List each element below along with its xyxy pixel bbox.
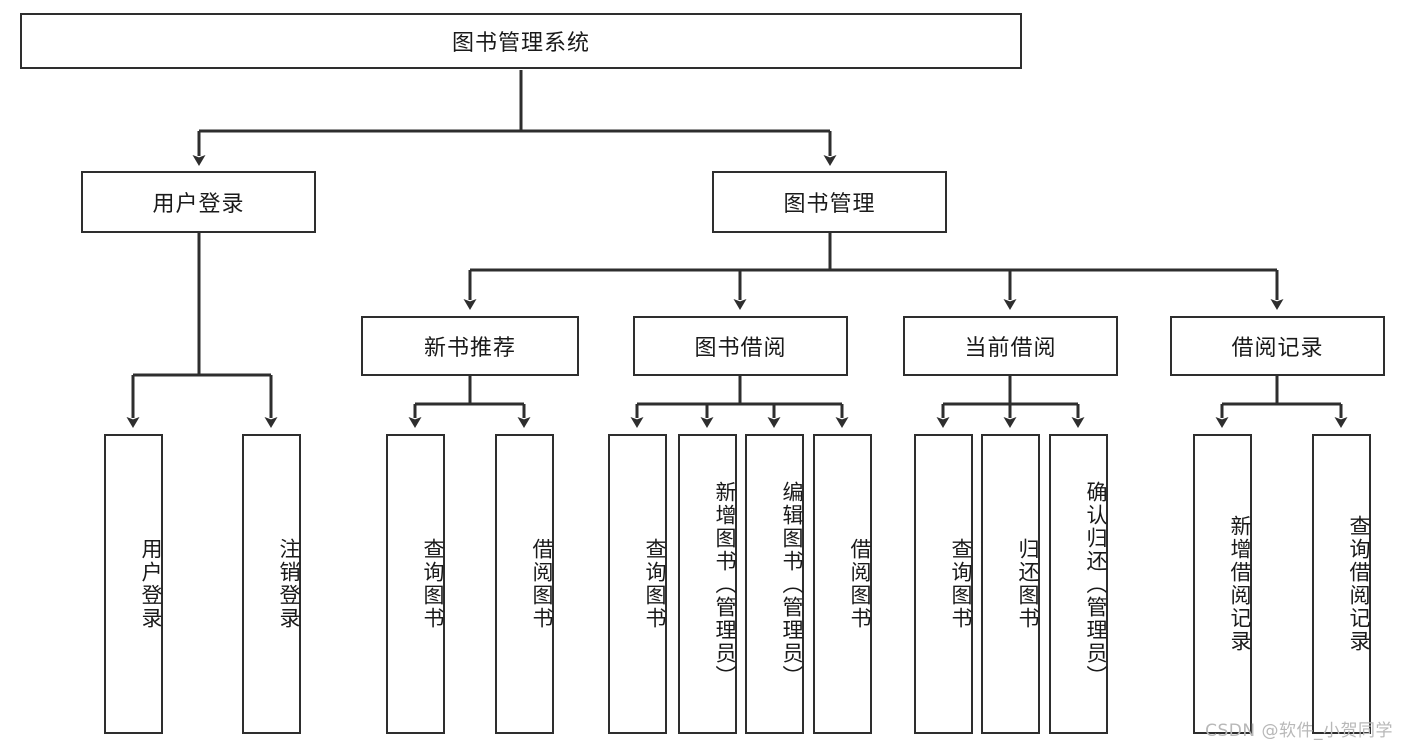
node-label: 查询图书	[643, 538, 667, 630]
node-label: 用户登录	[152, 192, 245, 217]
node-label: 图书管理系统	[451, 31, 590, 56]
edge-records-to-leaves	[1215, 376, 1348, 428]
leaf-query-books-current[interactable]: 查询图书	[914, 434, 973, 734]
node-label: 确认归还（管理员）	[1084, 480, 1108, 688]
node-label: 图书借阅	[694, 336, 787, 361]
node-label: 用户登录	[139, 538, 163, 630]
leaf-user-login[interactable]: 用户登录	[104, 434, 163, 734]
leaf-add-borrow-record[interactable]: 新增借阅记录	[1193, 434, 1252, 734]
node-label: 查询图书	[421, 538, 445, 630]
node-label: 图书管理	[783, 192, 876, 217]
node-label: 新增图书（管理员）	[713, 480, 737, 688]
node-label: 归还图书	[1016, 538, 1040, 630]
node-book-borrow[interactable]: 图书借阅	[633, 316, 848, 376]
node-label: 编辑图书（管理员）	[780, 480, 804, 688]
node-label: 借阅记录	[1231, 336, 1324, 361]
node-label: 借阅图书	[848, 538, 872, 630]
edge-borrow-to-leaves	[630, 376, 849, 428]
node-label: 新书推荐	[423, 336, 516, 361]
node-user-login[interactable]: 用户登录	[81, 171, 316, 233]
node-book-management[interactable]: 图书管理	[712, 171, 947, 233]
leaf-borrow-books[interactable]: 借阅图书	[813, 434, 872, 734]
edge-newbook-to-leaves	[408, 376, 531, 428]
node-label: 当前借阅	[964, 336, 1057, 361]
edge-userlogin-to-leaves	[126, 233, 278, 428]
leaf-query-borrow-record[interactable]: 查询借阅记录	[1312, 434, 1371, 734]
edge-books-to-level3	[463, 233, 1284, 310]
node-label: 查询借阅记录	[1347, 515, 1371, 653]
node-label: 新增借阅记录	[1228, 515, 1252, 653]
leaf-borrow-books-recommend[interactable]: 借阅图书	[495, 434, 554, 734]
node-root-system[interactable]: 图书管理系统	[20, 13, 1022, 69]
node-new-book-recommend[interactable]: 新书推荐	[361, 316, 579, 376]
edge-root-to-level2	[192, 70, 837, 166]
node-current-borrow[interactable]: 当前借阅	[903, 316, 1118, 376]
node-borrow-records[interactable]: 借阅记录	[1170, 316, 1385, 376]
node-label: 查询图书	[949, 538, 973, 630]
leaf-confirm-return-admin[interactable]: 确认归还（管理员）	[1049, 434, 1108, 734]
leaf-edit-book-admin[interactable]: 编辑图书（管理员）	[745, 434, 804, 734]
leaf-return-books[interactable]: 归还图书	[981, 434, 1040, 734]
leaf-add-book-admin[interactable]: 新增图书（管理员）	[678, 434, 737, 734]
leaf-query-books-recommend[interactable]: 查询图书	[386, 434, 445, 734]
leaf-logout[interactable]: 注销登录	[242, 434, 301, 734]
edge-current-to-leaves	[936, 376, 1085, 428]
node-label: 注销登录	[277, 538, 301, 630]
leaf-query-books-borrow[interactable]: 查询图书	[608, 434, 667, 734]
node-label: 借阅图书	[530, 538, 554, 630]
